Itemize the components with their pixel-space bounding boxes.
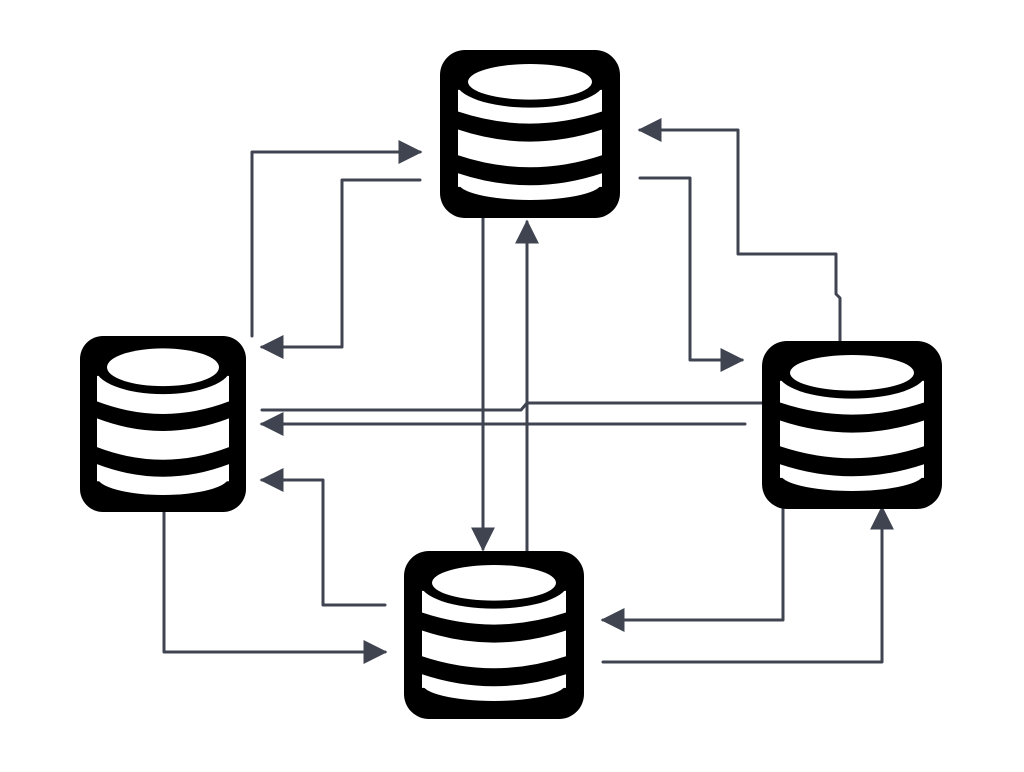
connector-left-to-bottom xyxy=(162,510,388,664)
connector-right-to-bottom xyxy=(600,505,785,632)
connector-layer xyxy=(162,118,894,664)
connector-top-to-right xyxy=(638,176,745,372)
database-icon xyxy=(762,341,942,509)
connector-right-to-top xyxy=(637,118,842,344)
connector-top-to-left xyxy=(259,178,422,359)
connector-left-to-top xyxy=(250,140,423,338)
database-icon xyxy=(440,50,620,218)
connector-bottom-to-left xyxy=(259,468,387,607)
connector-bottom-to-right xyxy=(601,505,894,664)
connector-left-to-right xyxy=(260,391,787,415)
node-layer xyxy=(80,50,942,719)
database-icon xyxy=(80,336,246,512)
database-icon xyxy=(404,551,584,719)
